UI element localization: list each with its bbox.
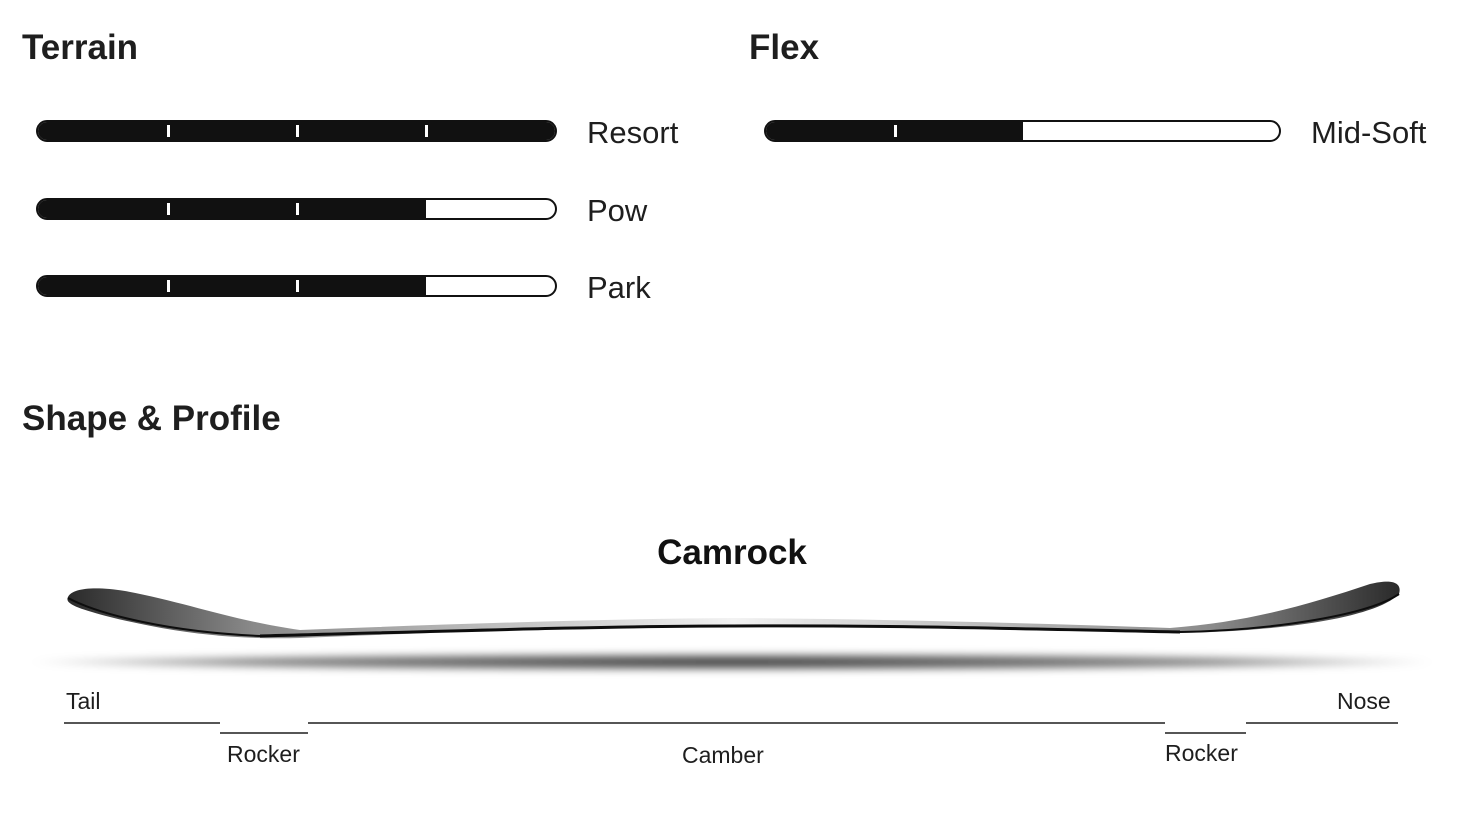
rating-bar-divider bbox=[425, 125, 428, 137]
board-shadow bbox=[27, 653, 1437, 671]
rating-bar-divider bbox=[296, 280, 299, 292]
rating-bar-divider bbox=[296, 203, 299, 215]
terrain-heading: Terrain bbox=[22, 28, 139, 67]
board-nose-edge bbox=[1179, 593, 1400, 633]
camber-label: Camber bbox=[682, 742, 764, 768]
rocker-left-label: Rocker bbox=[227, 741, 300, 767]
rating-bar-fill bbox=[38, 277, 426, 295]
board-tail-edge bbox=[67, 597, 261, 637]
nose-label: Nose bbox=[1337, 688, 1391, 714]
board-deck bbox=[67, 581, 1400, 639]
flex-heading: Flex bbox=[749, 28, 820, 67]
park-label: Park bbox=[587, 270, 651, 305]
rating-bar-divider bbox=[894, 125, 897, 137]
pow-label: Pow bbox=[587, 193, 648, 228]
rating-bar-divider bbox=[167, 203, 170, 215]
resort-label: Resort bbox=[587, 115, 679, 150]
park-rating-bar bbox=[36, 275, 557, 297]
shape-profile-heading: Shape & Profile bbox=[22, 399, 281, 438]
flex-rating-bar bbox=[764, 120, 1281, 142]
rating-bar-fill bbox=[38, 200, 426, 218]
rating-bar-divider bbox=[296, 125, 299, 137]
tail-label: Tail bbox=[66, 688, 101, 714]
rating-bar-divider bbox=[167, 280, 170, 292]
rating-bar-divider bbox=[167, 125, 170, 137]
flex-label: Mid-Soft bbox=[1311, 115, 1427, 150]
rocker-right-label: Rocker bbox=[1165, 740, 1238, 766]
profile-name: Camrock bbox=[657, 533, 807, 572]
snowboard-profile-illustration bbox=[27, 581, 1437, 671]
pow-rating-bar bbox=[36, 198, 557, 220]
board-base-edge bbox=[259, 624, 1181, 638]
resort-rating-bar bbox=[36, 120, 557, 142]
profile-zone-lines bbox=[64, 722, 1398, 734]
